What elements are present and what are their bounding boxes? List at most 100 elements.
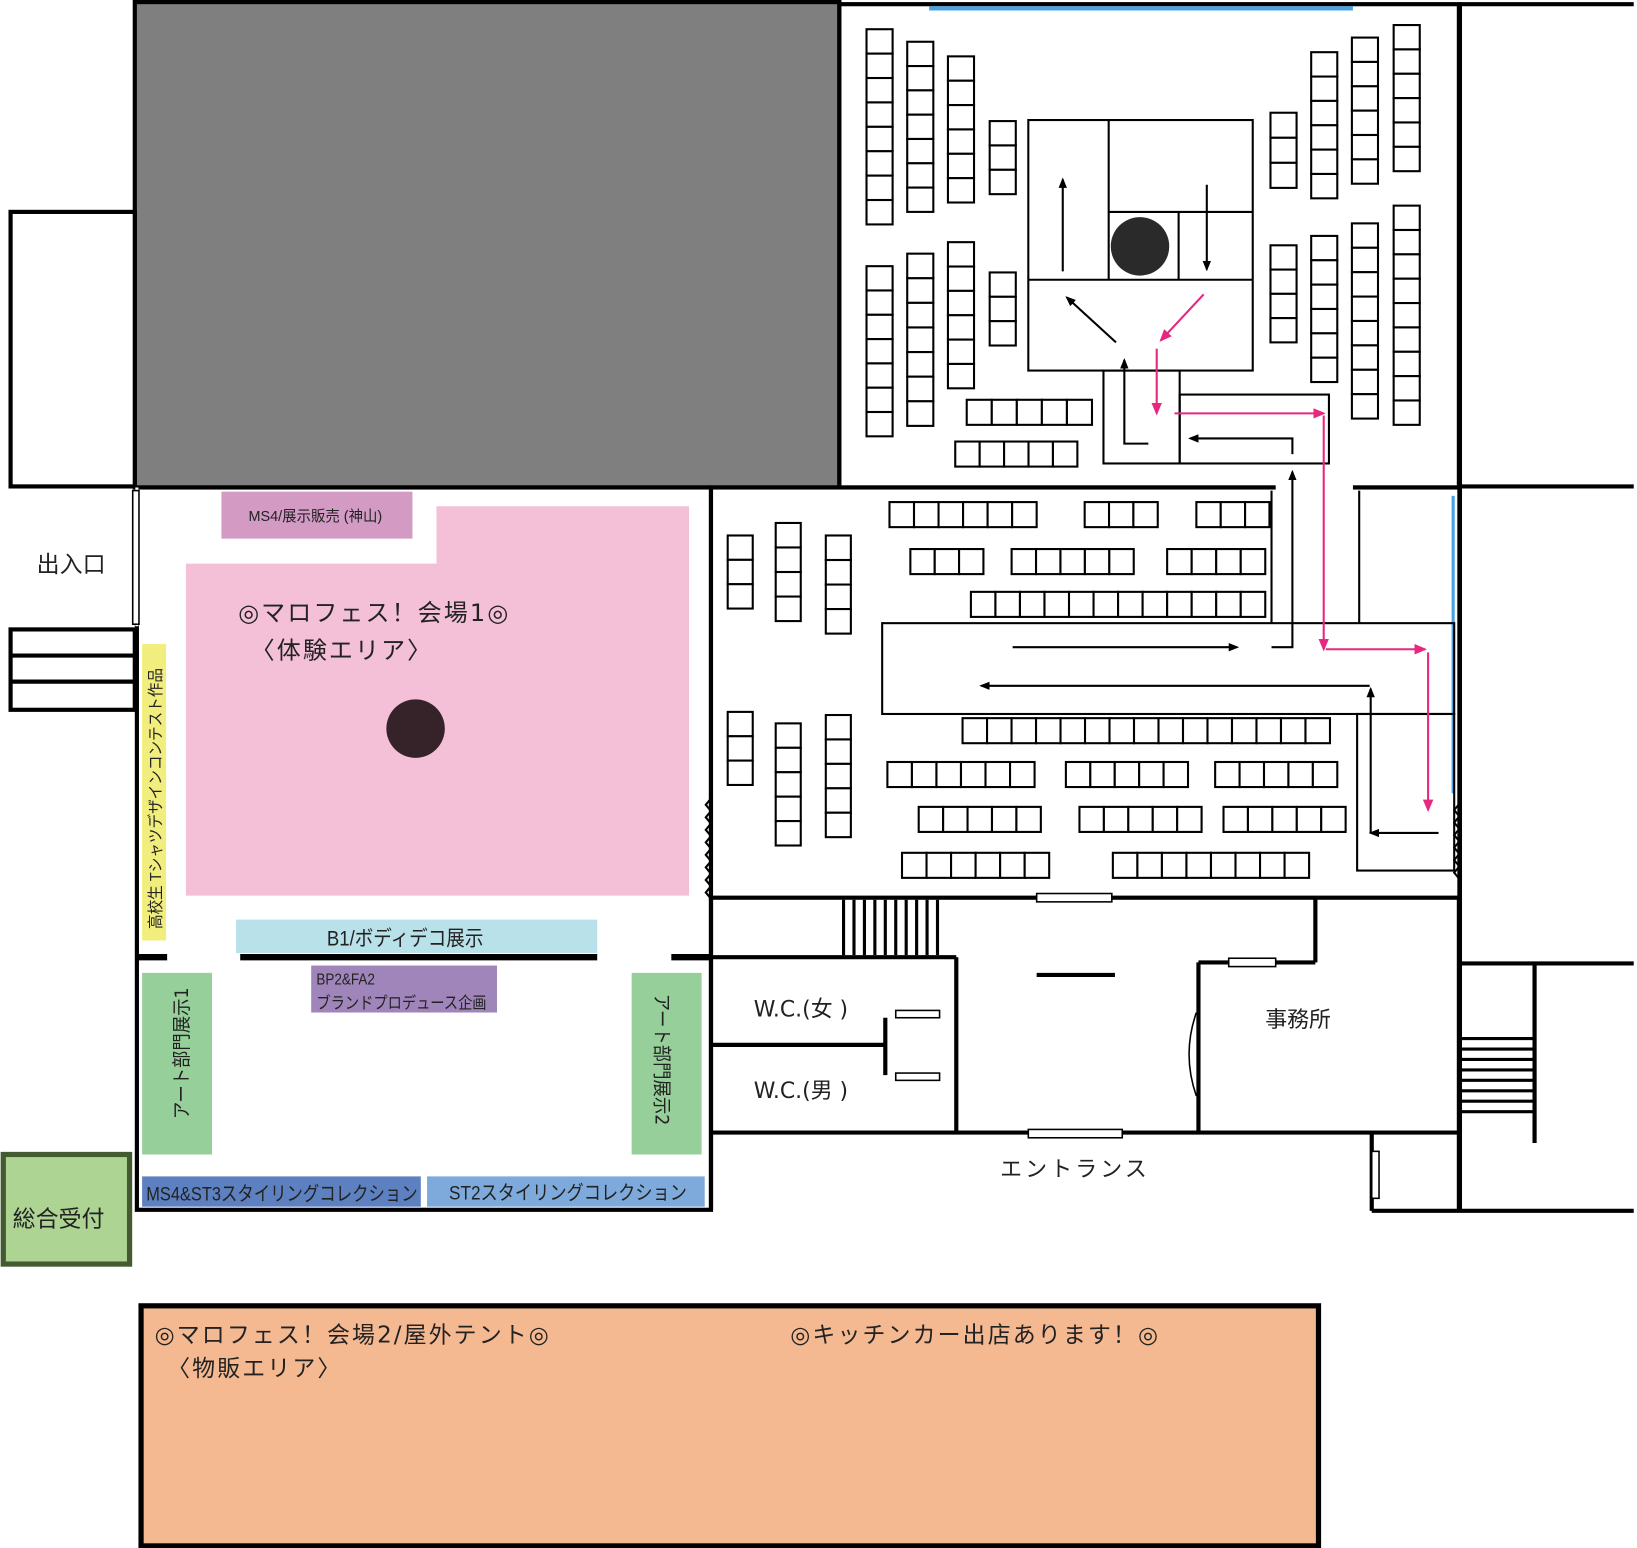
table-cell [946,152,976,180]
table-cell [1392,277,1421,305]
stairs [841,899,1535,1114]
table-cell [962,501,989,529]
table-cell [1350,319,1380,347]
table-cell [1138,760,1165,789]
table-cell [954,440,981,468]
table-cell [1234,851,1262,879]
tables [726,24,1421,879]
bp2-label-line1: BP2&FA2 [316,971,374,988]
table-cell [1239,590,1267,618]
table-cell [1065,398,1094,426]
table-cell [1295,805,1323,833]
table-cell [1392,375,1421,402]
table-cell [726,735,754,762]
table-cell [865,150,894,177]
table-cell [961,717,989,745]
table-cell [1262,760,1290,789]
table-cell [1083,501,1111,529]
entrance-steps [8,627,137,712]
table-cell [1008,760,1036,789]
table-cell [1107,501,1135,529]
table-cell [906,326,935,354]
table-cell [1269,111,1298,139]
tshirt-label: 高校生 Tシャツデザインコンテスト作品 [146,668,165,929]
table-cell [1166,590,1193,618]
venue1-area [185,506,690,896]
table-cell [726,759,754,787]
table-cell [1350,295,1380,323]
table-cell [1160,851,1188,879]
table-cell [824,534,852,562]
table-cell [950,851,977,879]
table-cell [865,410,894,438]
table-cell [1269,268,1298,295]
table-cell [1215,590,1242,618]
table-cell [1108,717,1136,745]
table-cell [906,252,935,280]
table-cell [1043,590,1071,618]
table-cell [1310,124,1339,151]
table-cell [1113,760,1141,789]
table-cell [946,104,976,131]
table-cell [1206,717,1234,745]
venue2-subtitle: 〈物販エリア〉 [167,1356,342,1382]
table-cell [1311,760,1339,789]
table-cell [906,375,935,403]
reception-label: 総合受付 [13,1207,105,1233]
table-cell [1310,172,1339,200]
table-cell [988,144,1017,171]
table-cell [906,113,935,141]
table-cell [1392,121,1421,148]
kitchen-car-label: ◎キッチンカー出店あります！◎ [790,1322,1160,1348]
table-cell [865,125,894,153]
art1-label: アート部門展示1 [171,987,193,1119]
bp2-fa2-booth [311,965,498,1013]
table-cell [959,760,987,789]
table-cell [1310,259,1339,286]
table-cell [906,186,935,213]
table-cell [824,713,852,741]
table-cell [986,501,1014,529]
table-cell [824,558,852,586]
table-cell [1350,246,1380,274]
route-arrows [1151,293,1434,813]
table-cell [1255,717,1283,745]
venue1-subtitle: 〈体験エリア〉 [251,637,434,665]
table-cell [1102,805,1130,833]
table-cell [774,795,802,823]
table-cell [1059,717,1087,745]
table-cell [1258,851,1286,879]
entrance-left-label: 出入口 [37,552,106,578]
table-cell [1181,717,1209,745]
table-cell [988,271,1017,298]
table-cell [1392,145,1421,173]
table-cell [1392,48,1421,75]
reception-booth [0,1151,133,1267]
wc-male-label: W.C.(男 ) [754,1079,848,1104]
table-cell [1132,717,1160,745]
table-cell [1392,253,1421,280]
table-cell [1018,590,1046,618]
table-cell [946,128,976,155]
pillar [386,699,445,758]
pillar [1110,217,1170,276]
table-cell [942,805,969,833]
st2-label: ST2スタイリングコレクション [449,1182,687,1204]
table-cell [1310,307,1339,335]
table-cell [906,89,935,116]
table-cell [978,440,1006,468]
table-cell [865,52,894,80]
table-cell [1127,805,1154,833]
table-cell [1034,717,1062,745]
table-cell [1092,590,1120,618]
table-cell [865,174,894,202]
b1-label: B1/ボディデコ展示 [327,928,484,951]
table-cell [1176,805,1203,833]
table-cell [824,608,852,635]
table-cell [1392,399,1421,426]
table-cell [946,289,976,317]
table-cell [946,241,976,268]
center-stage [1027,118,1330,465]
table-cell [1350,222,1380,249]
table-cell [1392,204,1421,232]
